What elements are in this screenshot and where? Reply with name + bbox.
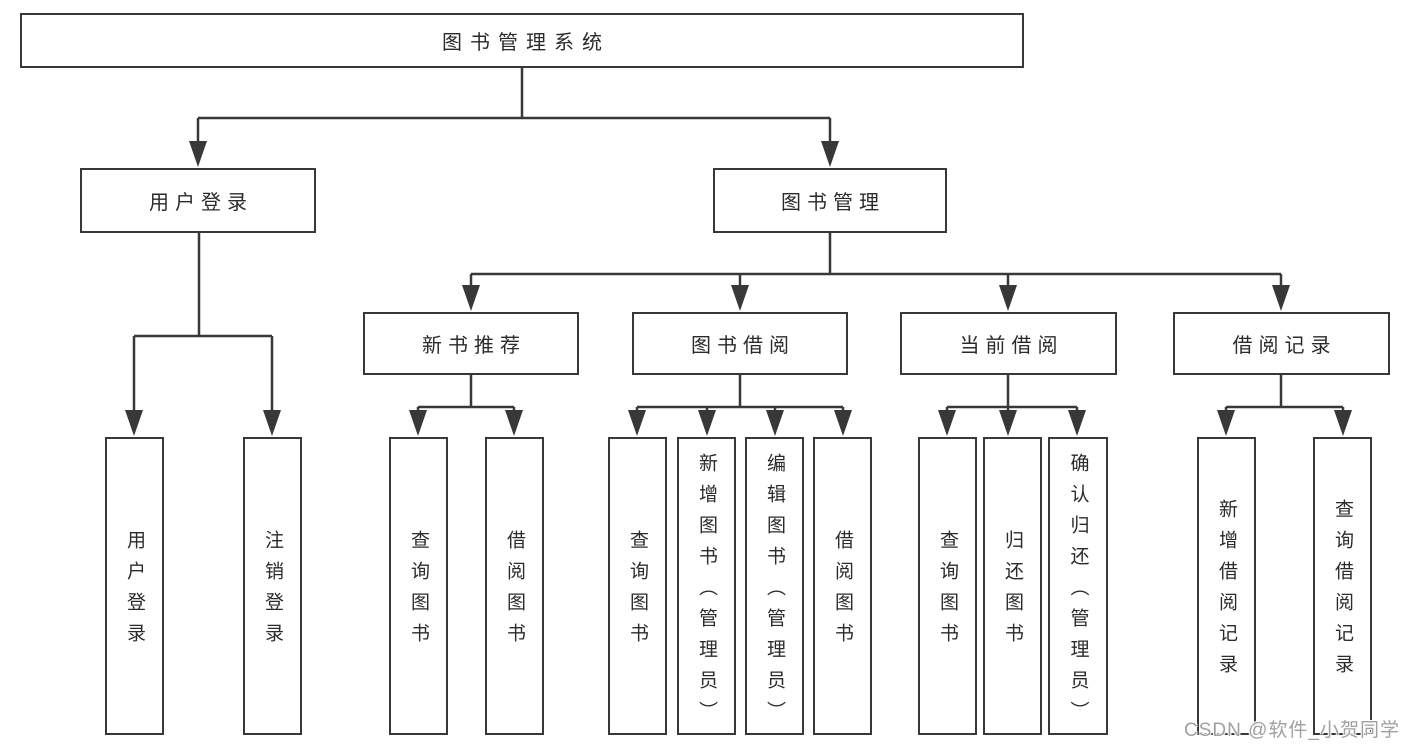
node-new-book-recommend: 新书推荐 [363, 312, 579, 375]
leaf-records-query-borrow-record: 查询借阅记录 [1313, 437, 1372, 735]
leaf-borrow-borrow-books: 借阅图书 [813, 437, 872, 735]
node-book-management: 图书管理 [713, 168, 947, 233]
leaf-borrow-add-books-admin-label: 新增图书（管理员） [696, 452, 717, 732]
node-root-system: 图书管理系统 [20, 13, 1024, 68]
node-book-borrowing-label: 图书借阅 [691, 335, 795, 357]
leaf-user-login: 用户登录 [105, 437, 164, 735]
leaf-recommend-borrow-books: 借阅图书 [485, 437, 544, 735]
leaf-user-login-label: 用户登录 [124, 530, 145, 654]
leaf-current-query-books: 查询图书 [918, 437, 977, 735]
leaf-current-confirm-return-admin-label: 确认归还（管理员） [1067, 452, 1089, 732]
leaf-borrow-query-books-label: 查询图书 [627, 530, 648, 654]
leaf-records-add-borrow-record: 新增借阅记录 [1197, 437, 1256, 735]
node-new-book-recommend-label: 新书推荐 [422, 335, 526, 357]
leaf-recommend-borrow-books-label: 借阅图书 [504, 530, 525, 654]
leaf-recommend-query-books: 查询图书 [389, 437, 448, 735]
leaf-recommend-query-books-label: 查询图书 [408, 530, 429, 654]
node-root-system-label: 图书管理系统 [442, 32, 610, 54]
node-current-borrowing: 当前借阅 [900, 312, 1117, 375]
leaf-borrow-add-books-admin: 新增图书（管理员） [677, 437, 736, 735]
node-borrow-records-label: 借阅记录 [1232, 335, 1337, 357]
leaf-borrow-edit-books-admin-label: 编辑图书（管理员） [764, 452, 785, 732]
node-borrow-records: 借阅记录 [1173, 312, 1390, 375]
csdn-watermark: CSDN @软件_小贺同学 [1184, 720, 1400, 741]
node-user-login-label: 用户登录 [149, 192, 253, 214]
leaf-records-query-borrow-record-label: 查询借阅记录 [1332, 499, 1353, 685]
leaf-borrow-borrow-books-label: 借阅图书 [832, 530, 853, 654]
leaf-current-return-books: 归还图书 [983, 437, 1042, 735]
arrowheads [125, 141, 1352, 436]
leaf-current-query-books-label: 查询图书 [937, 530, 958, 654]
node-current-borrowing-label: 当前借阅 [959, 335, 1064, 357]
leaf-logout-login: 注销登录 [243, 437, 302, 735]
node-book-management-label: 图书管理 [781, 192, 885, 214]
leaf-current-return-books-label: 归还图书 [1002, 530, 1023, 654]
leaf-logout-login-label: 注销登录 [262, 530, 283, 654]
node-user-login: 用户登录 [80, 168, 316, 233]
node-book-borrowing: 图书借阅 [632, 312, 848, 375]
leaf-borrow-query-books: 查询图书 [608, 437, 667, 735]
leaf-records-add-borrow-record-label: 新增借阅记录 [1216, 499, 1237, 685]
leaf-borrow-edit-books-admin: 编辑图书（管理员） [745, 437, 804, 735]
leaf-current-confirm-return-admin: 确认归还（管理员） [1048, 437, 1108, 735]
